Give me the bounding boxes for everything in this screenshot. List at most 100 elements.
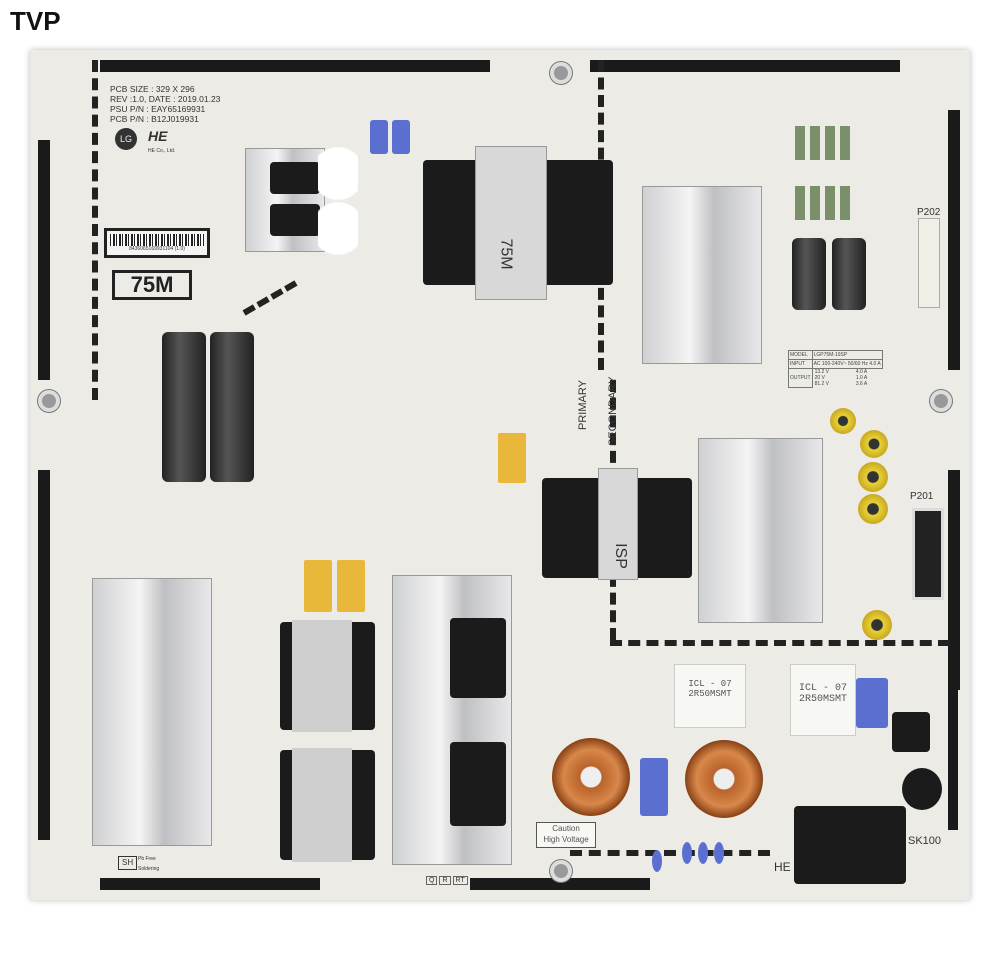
mount-hole	[550, 62, 572, 84]
capacitor	[862, 610, 892, 640]
film-capacitor	[392, 120, 410, 154]
silk-bar	[100, 60, 490, 72]
heatsink	[92, 578, 212, 846]
bridge-rectifier	[270, 162, 320, 194]
output-voltage: 13.2 V	[814, 369, 830, 375]
isolation-line	[610, 640, 950, 646]
output-current: 4.0 A	[855, 369, 868, 375]
varistor	[902, 768, 942, 810]
ac-input-socket[interactable]	[794, 806, 906, 884]
inductor-tape	[292, 748, 352, 862]
mosfet	[450, 742, 506, 826]
caution-text: Caution	[552, 824, 580, 833]
transformer-tape: 75M	[475, 146, 547, 300]
x-capacitor	[304, 560, 332, 612]
inductor-tape	[292, 620, 352, 732]
model-value: LGP75M-19SP	[811, 350, 883, 360]
bottom-codes: Q R RT	[426, 876, 468, 885]
transformer-tape: ISP	[598, 468, 638, 580]
output-voltage: 81.2 V	[814, 381, 830, 387]
icl-text: 2R50MSMT	[798, 694, 847, 705]
pcb-size: PCB SIZE : 329 X 296	[110, 84, 195, 94]
transformer-label: 75M	[497, 238, 515, 270]
silk-bar	[38, 470, 50, 840]
resistor-array	[795, 186, 855, 220]
varistor-cover	[318, 146, 358, 256]
silk-bar	[948, 110, 960, 370]
sh-mark: SH	[118, 856, 138, 870]
p202-label: P202	[917, 207, 941, 218]
input-label: INPUT	[788, 359, 813, 369]
icl-text: ICL - 07	[798, 683, 847, 694]
y-capacitor	[698, 842, 708, 864]
heatsink	[698, 438, 823, 623]
code-box: Q	[426, 876, 438, 885]
output-current: 1.0 A	[855, 375, 868, 381]
barcode-number: 8436065169931104 (1.0)	[129, 246, 185, 252]
capacitor	[860, 430, 888, 458]
code-box: R	[439, 876, 451, 885]
silk-bar	[470, 878, 650, 890]
pcb-pn: PCB P/N : B12J019931	[110, 114, 199, 124]
bulk-capacitor	[162, 332, 206, 482]
silk-bar	[100, 878, 320, 890]
sk100-label: SK100	[908, 835, 942, 847]
mount-hole	[38, 390, 60, 412]
film-capacitor	[856, 678, 888, 728]
psu-pn: PSU P/N : EAY65169931	[110, 104, 206, 114]
mount-hole	[550, 860, 572, 882]
connector-p202[interactable]	[918, 218, 940, 308]
power-supply-board: PCB SIZE : 329 X 296 REV :1.0, DATE : 20…	[30, 50, 970, 900]
he-logo: HE	[148, 128, 168, 144]
isolation-line	[242, 280, 298, 316]
choke	[892, 712, 930, 752]
pb-free-mark: Pb Free Soldering	[138, 856, 160, 872]
pcb-info: PCB SIZE : 329 X 296 REV :1.0, DATE : 20…	[110, 84, 220, 124]
common-mode-choke	[552, 738, 630, 816]
lg-logo: LG	[115, 128, 137, 150]
he-logo-sub: HE Co., Ltd.	[148, 148, 176, 154]
output-voltage: 20 V	[814, 375, 825, 381]
secondary-label: SECONDARY	[607, 376, 619, 446]
silk-bar	[590, 60, 900, 72]
bridge-rectifier	[270, 204, 320, 236]
resistor-array	[795, 126, 855, 160]
isolation-line	[92, 60, 98, 400]
silk-bar	[948, 470, 960, 690]
capacitor	[830, 408, 856, 434]
input-value: AC 100-240V~ 50/60 Hz 4.0 A	[811, 359, 883, 369]
capacitor	[858, 494, 888, 524]
primary-label: PRIMARY	[577, 380, 589, 430]
output-current: 3.6 A	[855, 381, 868, 387]
electrolytic-capacitor	[832, 238, 866, 310]
mount-hole	[930, 390, 952, 412]
icl-text: 2R50MSMT	[688, 689, 732, 699]
common-mode-choke	[685, 740, 763, 818]
silk-bar	[948, 670, 958, 830]
model-badge: 75M	[112, 270, 192, 300]
corner-label: TVP	[10, 6, 61, 36]
electrolytic-capacitor	[792, 238, 826, 310]
isp-label: ISP	[611, 543, 629, 569]
film-capacitor	[370, 120, 388, 154]
barcode-label: 8436065169931104 (1.0)	[104, 228, 210, 258]
code-box: RT	[452, 876, 468, 885]
icl-text: ICL - 07	[688, 679, 732, 689]
silk-bar	[38, 140, 50, 380]
capacitor	[858, 462, 888, 492]
output-label: OUTPUT	[788, 368, 813, 388]
bulk-capacitor	[210, 332, 254, 482]
isolation-line	[570, 850, 770, 856]
he-mark: HE	[774, 860, 791, 874]
connector-p201[interactable]	[912, 508, 944, 600]
mosfet	[450, 618, 506, 698]
x-capacitor	[498, 433, 526, 483]
x-capacitor	[337, 560, 365, 612]
y-capacitor	[682, 842, 692, 864]
model-label: MODEL	[788, 350, 813, 360]
p201-label: P201	[910, 491, 934, 502]
